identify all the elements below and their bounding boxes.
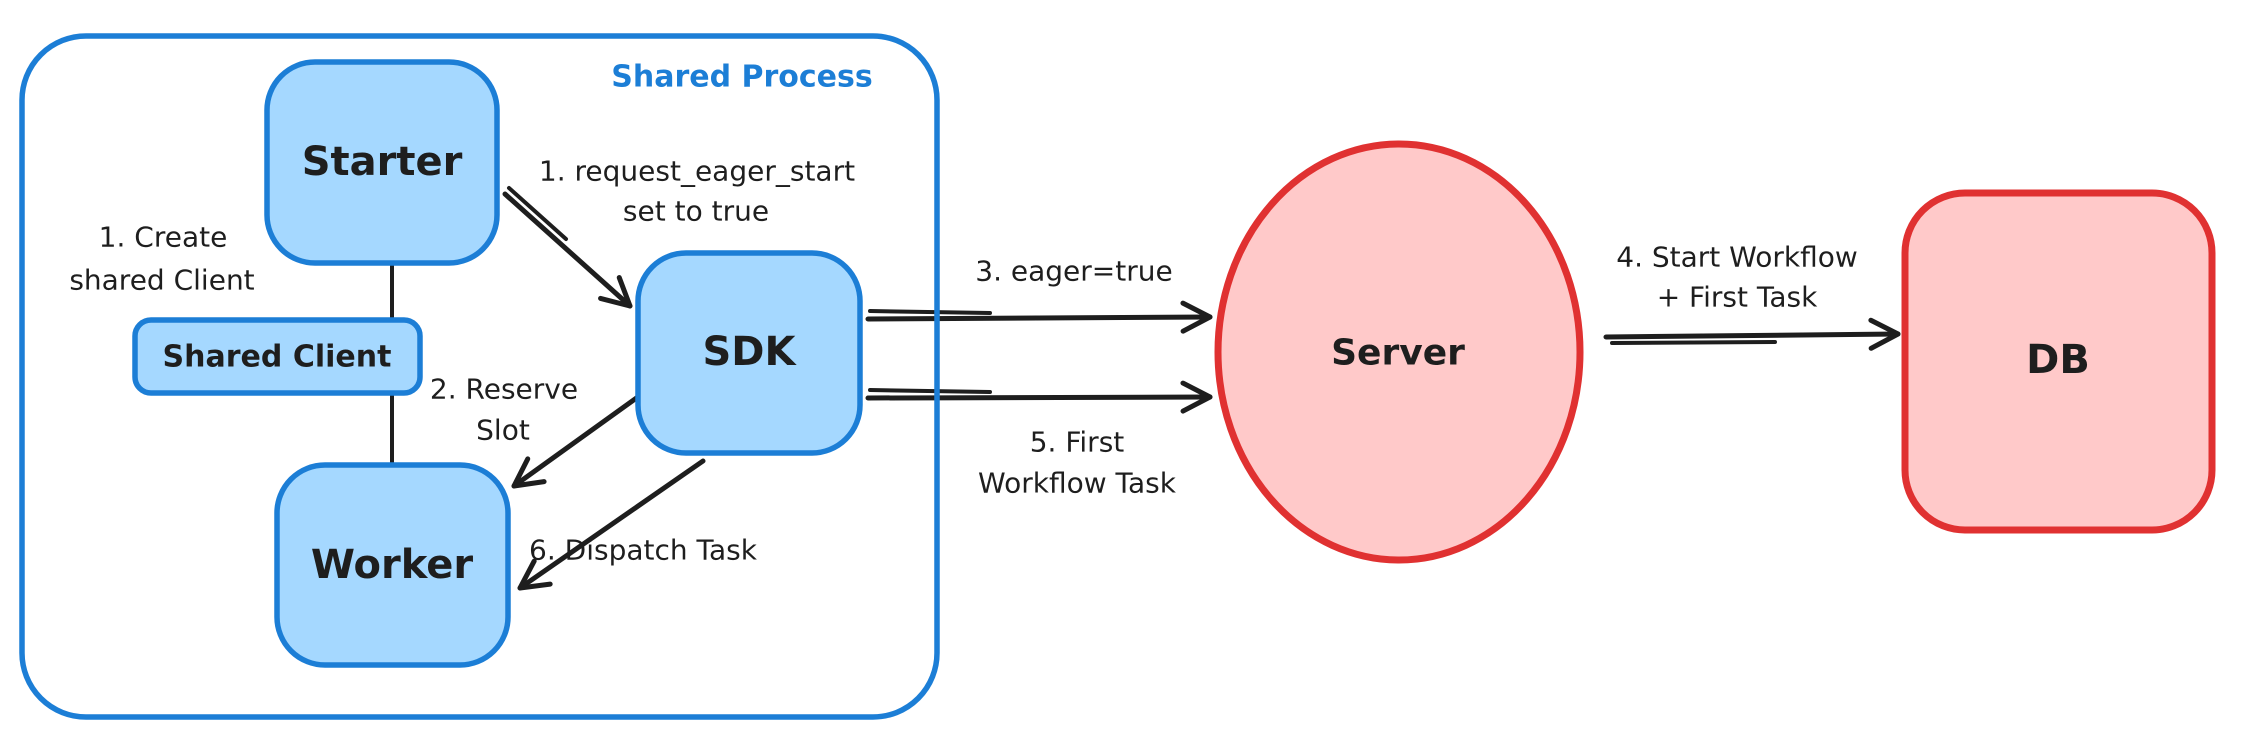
- annotation-first-workflow-task-line1: 5. First: [1030, 426, 1125, 459]
- annotation-start-workflow-line1: 4. Start Workflow: [1616, 241, 1858, 274]
- server-node: [1214, 140, 1584, 564]
- annotation-request-eager-start-line2: set to true: [623, 195, 769, 228]
- sketch-overdraw-db-arrow: [1610, 340, 1777, 345]
- sdk-label: SDK: [702, 329, 797, 375]
- worker-label: Worker: [311, 542, 474, 588]
- annotation-eager-true: 3. eager=true: [975, 255, 1172, 288]
- annotation-create-shared-client-line1: 1. Create: [99, 221, 228, 254]
- sdk-node: [635, 250, 863, 456]
- arrow-server-to-db: [1603, 317, 1901, 351]
- arrow-starter-to-sdk: [502, 191, 633, 309]
- db-label: DB: [2026, 337, 2090, 383]
- annotation-create-shared-client-line2: shared Client: [69, 264, 254, 297]
- sketch-overdraw-first-wft-arrow: [868, 388, 992, 394]
- arrow-sdk-to-server-first-wft: [865, 380, 1213, 414]
- shared-process-label: Shared Process: [611, 60, 873, 95]
- annotation-reserve-slot-line2: Slot: [476, 414, 530, 447]
- sketch-overdraw-eager-arrow: [868, 309, 992, 315]
- starter-label: Starter: [302, 139, 463, 185]
- shared-client-label: Shared Client: [163, 340, 392, 375]
- annotation-first-workflow-task-line2: Workflow Task: [978, 467, 1177, 500]
- worker-node: [274, 462, 511, 668]
- db-node: [1901, 189, 2216, 534]
- starter-node: [264, 59, 500, 266]
- annotation-reserve-slot-line1: 2. Reserve: [430, 373, 578, 406]
- server-label: Server: [1331, 333, 1465, 374]
- annotation-request-eager-start-line1: 1. request_eager_start: [539, 155, 855, 188]
- annotation-dispatch-task: 6. Dispatch Task: [529, 534, 758, 567]
- annotation-start-workflow-line2: + First Task: [1657, 281, 1818, 314]
- arrow-sdk-to-worker-dispatch-task: [517, 458, 706, 591]
- shared-process-container: [19, 33, 940, 720]
- shared-client-node: [132, 317, 423, 396]
- arrow-sdk-to-server-eager: [865, 300, 1213, 334]
- arrow-sdk-to-worker-reserve-slot: [511, 391, 645, 489]
- sketch-overdraw-starter-arrow: [507, 186, 568, 241]
